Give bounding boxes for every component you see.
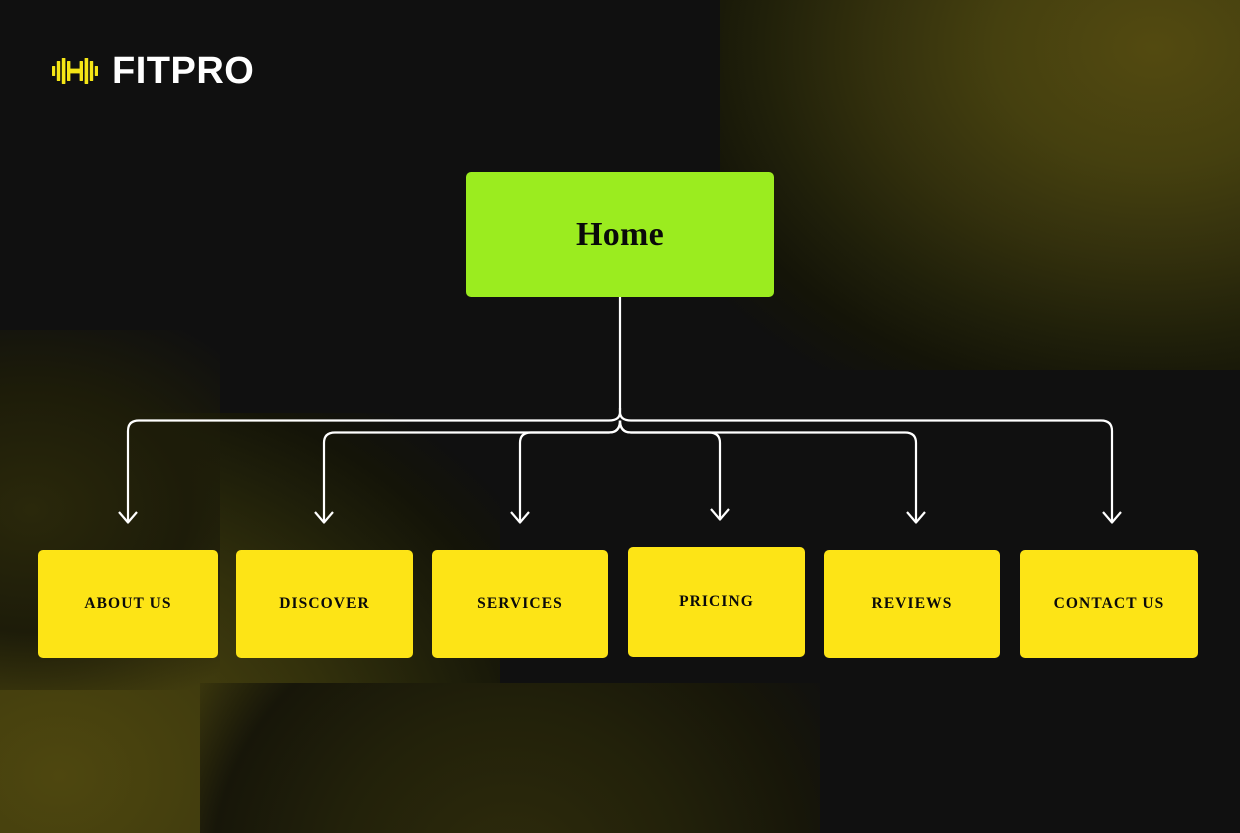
sitemap-node-home[interactable]: Home (466, 172, 774, 297)
connector-to-services (518, 420, 622, 521)
sitemap-node-label: DISCOVER (279, 595, 370, 612)
dumbbell-icon (52, 58, 98, 84)
sitemap-node-discover[interactable]: DISCOVER (236, 550, 413, 658)
connector-to-discover (322, 420, 622, 521)
sitemap-node-label: REVIEWS (871, 595, 953, 612)
brand-logo[interactable]: FITPRO (52, 48, 254, 94)
sitemap-node-label: CONTACT US (1053, 595, 1165, 612)
sitemap-node-label: ABOUT US (84, 595, 172, 612)
connector-to-about-us (126, 408, 622, 521)
connector-to-pricing (618, 420, 722, 518)
sitemap-node-contact-us[interactable]: CONTACT US (1020, 550, 1198, 658)
arrowhead-reviews (906, 511, 926, 524)
arrowhead-discover (314, 511, 334, 524)
sitemap-node-pricing[interactable]: PRICING (628, 547, 805, 657)
background-glow-top-right (720, 0, 1240, 370)
background-glow-bottom-center (200, 683, 820, 833)
connector-to-reviews (618, 420, 918, 521)
arrowhead-services (510, 511, 530, 524)
arrowhead-contact-us (1102, 511, 1122, 524)
arrowhead-about-us (118, 511, 138, 524)
sitemap-node-label: Home (575, 215, 665, 253)
sitemap-node-reviews[interactable]: REVIEWS (824, 550, 1000, 658)
brand-name: FITPRO (112, 50, 255, 92)
sitemap-node-services[interactable]: SERVICES (432, 550, 608, 658)
arrowhead-pricing (710, 508, 730, 521)
sitemap-node-label: SERVICES (477, 595, 563, 612)
sitemap-node-label: PRICING (679, 593, 754, 610)
connector-to-contact-us (618, 408, 1114, 521)
sitemap-node-about-us[interactable]: ABOUT US (38, 550, 218, 658)
